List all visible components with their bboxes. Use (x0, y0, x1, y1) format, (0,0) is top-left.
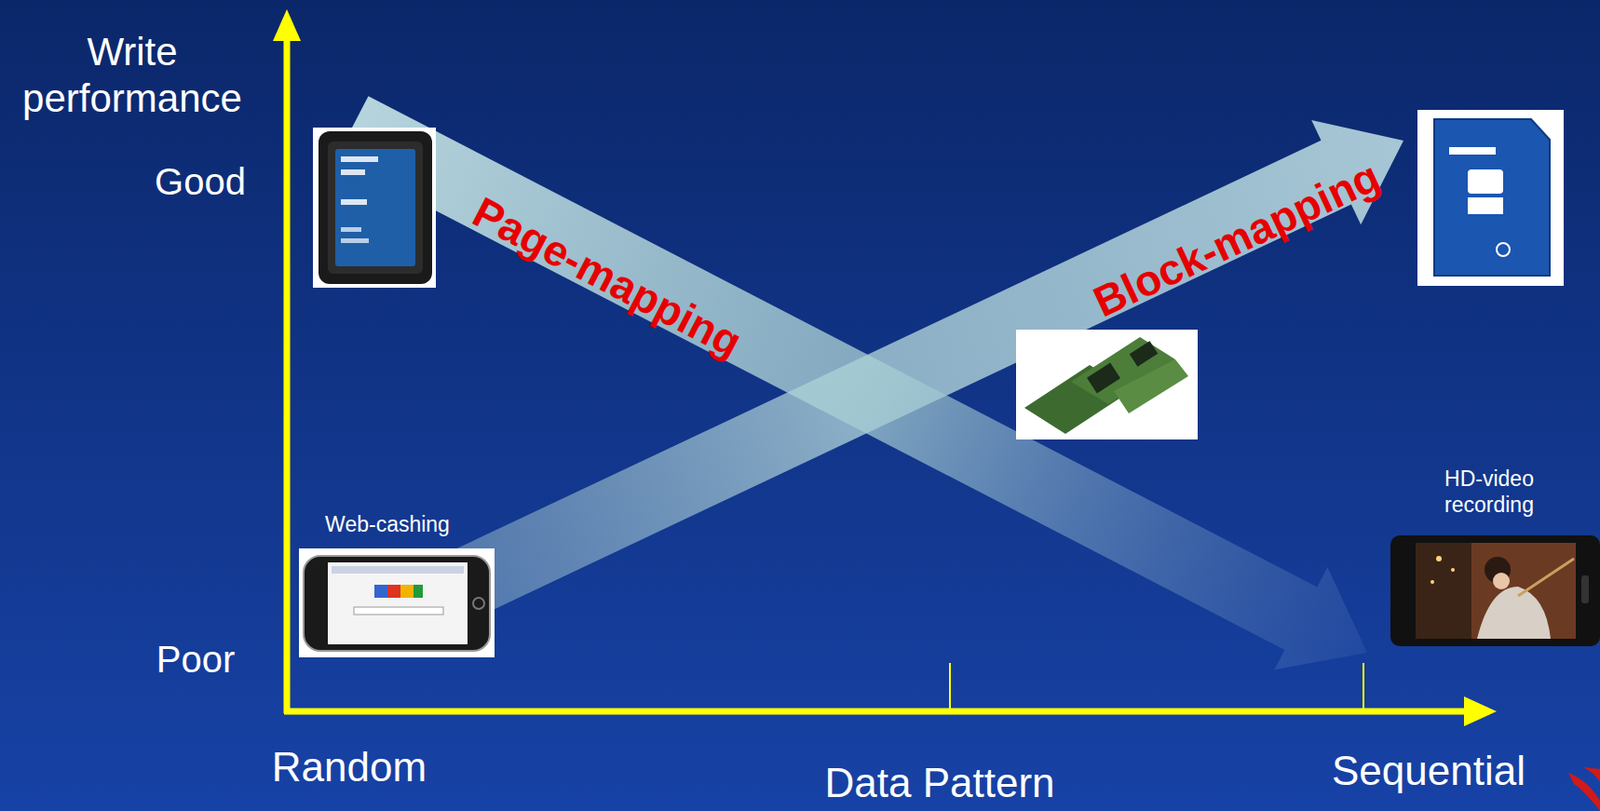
x-axis (284, 708, 1467, 716)
memory-chips-picture (1016, 329, 1198, 440)
axis-end-label: Random (271, 743, 427, 793)
y-axis (284, 37, 291, 714)
axis-title: Data Pattern (824, 758, 1055, 808)
y-axis-head (272, 9, 301, 41)
axis-title: Write performance (5, 28, 259, 123)
axis-level: Good (154, 159, 246, 204)
logo-mark (1568, 767, 1600, 811)
workload-label: Web-cashing (325, 512, 450, 539)
axis-level: Poor (156, 637, 236, 682)
ssd-picture (312, 127, 436, 288)
mapping-label: Page-mapping (464, 186, 751, 368)
x-axis-head (1464, 696, 1497, 727)
block-mapping-arrow (444, 120, 1404, 619)
phone-web-picture (298, 548, 495, 658)
tick-mark (1362, 663, 1365, 710)
phone-video-picture (1390, 535, 1600, 647)
axis-end-label: Sequential (1331, 746, 1526, 797)
workload-label: HD-video recording (1428, 466, 1550, 518)
sd-card-picture (1417, 109, 1564, 286)
tick-mark (949, 663, 951, 710)
mapping-label: Block-mapping (1085, 150, 1388, 328)
